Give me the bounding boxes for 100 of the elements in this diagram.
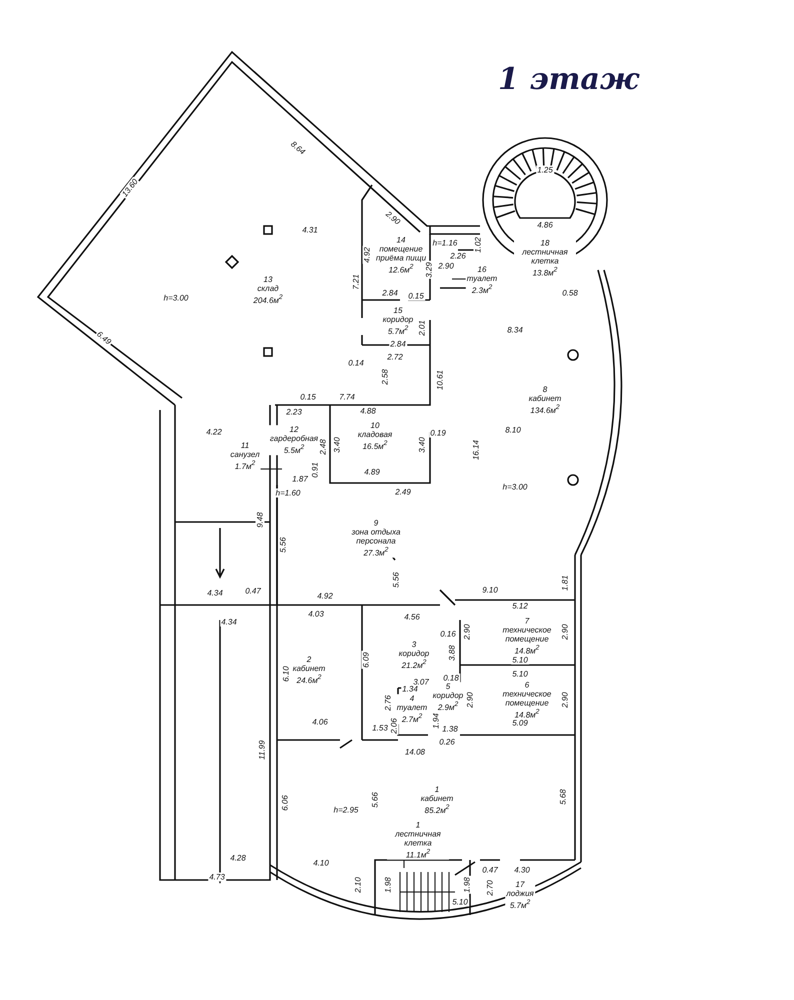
room-number: 8: [542, 385, 548, 394]
dimension-label: h=1.16: [432, 238, 458, 248]
room-area: 2.7м$^{2}$: [396, 712, 428, 724]
dimension-label: 16.14: [472, 438, 480, 462]
dimension-label: 2.90: [560, 623, 570, 641]
dimension-label: 1.25: [536, 166, 554, 174]
dimension-label: 4.73: [208, 872, 226, 882]
dimension-label: 5.66: [370, 791, 380, 809]
room-area: 16.5м$^{2}$: [358, 439, 392, 451]
dimension-label: 2.23: [285, 408, 303, 416]
dimension-label: 8.34: [506, 326, 524, 334]
dimension-label: h=3.00: [502, 482, 528, 492]
room-name: лестничная клетка: [520, 248, 569, 266]
room-name: кабинет: [292, 664, 326, 674]
room-area: 27.3м$^{2}$: [346, 546, 406, 558]
room-number: 11: [240, 441, 250, 450]
dimension-label: 8.10: [504, 426, 522, 434]
dimension-label: 2.84: [381, 288, 399, 298]
dimension-label: 1.02: [474, 236, 482, 254]
room-number: 5: [444, 682, 452, 692]
dimension-label: 4.89: [363, 468, 381, 476]
dimension-label: 2.70: [486, 879, 494, 897]
dimension-label: 3.40: [418, 436, 426, 454]
dimension-label: 6.06: [280, 794, 290, 812]
room-name: кабинет: [420, 794, 454, 804]
room-number: 3: [410, 640, 418, 650]
dimension-label: 4.06: [311, 718, 329, 726]
dimension-label: h=2.95: [332, 806, 360, 814]
dimension-label: 0.26: [438, 738, 456, 746]
room-area: 85.2м$^{2}$: [420, 803, 454, 815]
dimension-label: 3.40: [332, 436, 342, 454]
dimension-label: 2.58: [380, 368, 390, 386]
dimension-label: h=1.60: [274, 488, 302, 498]
room-number: 2: [306, 655, 312, 664]
dimension-label: 7.74: [338, 392, 356, 402]
room-area: 1.7м$^{2}$: [230, 459, 260, 471]
dimension-label: 0.15: [299, 392, 317, 402]
room-name: кладовая: [358, 430, 392, 440]
dimension-label: 2.01: [418, 319, 426, 337]
leader-line: [260, 468, 282, 470]
dimension-label: 0.18: [442, 674, 460, 682]
room-name: туалет: [466, 274, 498, 284]
room-number: 4: [408, 694, 416, 704]
dimension-label: 2.90: [462, 623, 472, 641]
dimension-label: 14.08: [404, 748, 426, 756]
room-number: 17: [514, 880, 526, 890]
dimension-label: 5.68: [558, 788, 568, 806]
dimension-label: 1.38: [441, 724, 459, 734]
dimension-label: 3.29: [424, 261, 434, 279]
room-name: коридор: [432, 691, 464, 700]
room-name: зона отдыха персонала: [350, 528, 402, 546]
dimension-label: 2.72: [386, 352, 404, 362]
dimension-label: 4.34: [206, 588, 224, 598]
leader-line: [452, 278, 466, 280]
room-number: 18: [540, 238, 550, 248]
dimension-label: 5.10: [451, 898, 469, 906]
room-name: кабинет: [528, 394, 562, 404]
room-area: 5.5м$^{2}$: [270, 443, 318, 455]
dimension-label: h=3.00: [162, 294, 190, 302]
dimension-label: 2.90: [560, 691, 570, 709]
room-number: 14: [396, 236, 406, 245]
dimension-label: 1.98: [384, 876, 392, 894]
room-number: 13: [262, 275, 274, 284]
dimension-label: 5.56: [392, 571, 400, 589]
room-number: 12: [288, 425, 300, 434]
room-name: гардеробная: [270, 434, 318, 444]
room-area: 2.3м$^{2}$: [466, 283, 498, 295]
dimension-label: 2.06: [390, 717, 398, 735]
dimension-label: 11.99: [258, 739, 266, 761]
room-area: 5.7м$^{2}$: [382, 324, 414, 336]
dimension-label: 4.34: [220, 618, 238, 626]
dimension-label: 1.98: [462, 876, 472, 894]
room-number: 15: [392, 306, 404, 316]
room-area: 204.6м$^{2}$: [253, 293, 283, 305]
room-name: лестничная клетка: [394, 830, 442, 848]
dimension-label: 4.88: [359, 406, 377, 416]
dimension-label: 2.26: [449, 252, 467, 260]
dimension-label: 5.12: [511, 602, 529, 610]
dimension-label: 0.58: [561, 288, 579, 298]
dimension-label: 1.81: [560, 574, 570, 592]
room-area: 5.7м$^{2}$: [506, 898, 534, 910]
dimension-label: 0.91: [310, 461, 320, 479]
dimension-label: 1.34: [401, 684, 419, 694]
dimension-label: 5.10: [511, 656, 529, 664]
room-area: 21.2м$^{2}$: [398, 658, 430, 670]
dimension-label: 4.22: [205, 428, 223, 436]
dimension-label: 2.76: [384, 694, 392, 712]
room-name: коридор: [398, 649, 430, 658]
dimension-label: 1.94: [432, 712, 440, 730]
dimension-label: 1.53: [371, 724, 389, 732]
dimension-label: 9.10: [481, 586, 499, 594]
room-area: 14.8м$^{2}$: [497, 644, 557, 656]
room-name: помещение приёма пищи: [376, 244, 426, 263]
dimension-label: 2.90: [437, 262, 455, 270]
room-area: 24.6м$^{2}$: [292, 673, 326, 685]
dimension-label: 2.48: [318, 438, 328, 456]
room-area: 12.6м$^{2}$: [376, 262, 426, 274]
dimension-label: 4.86: [536, 220, 554, 230]
room-number: 1: [414, 820, 422, 830]
room-name: техническое помещение: [502, 690, 552, 708]
